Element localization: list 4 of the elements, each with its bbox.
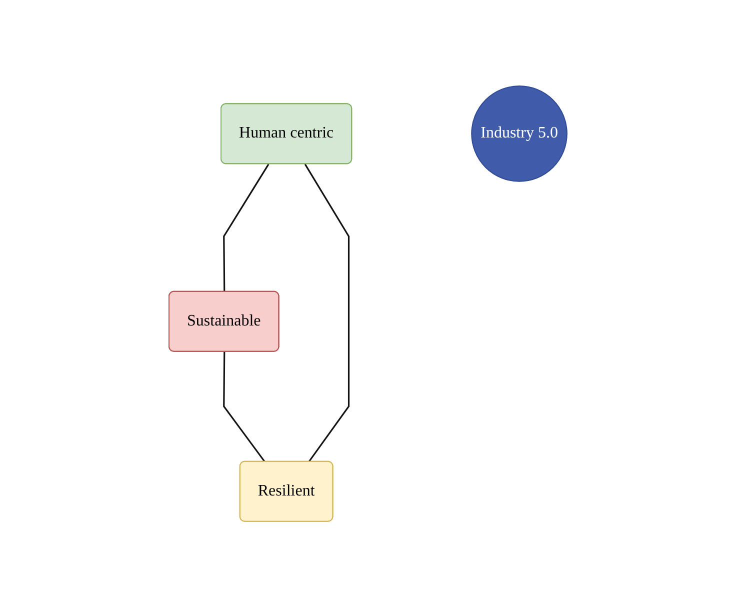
- connector: [304, 164, 350, 463]
- connector: [223, 164, 270, 292]
- connector: [223, 352, 266, 463]
- node-circle: Industry 5.0: [471, 86, 568, 182]
